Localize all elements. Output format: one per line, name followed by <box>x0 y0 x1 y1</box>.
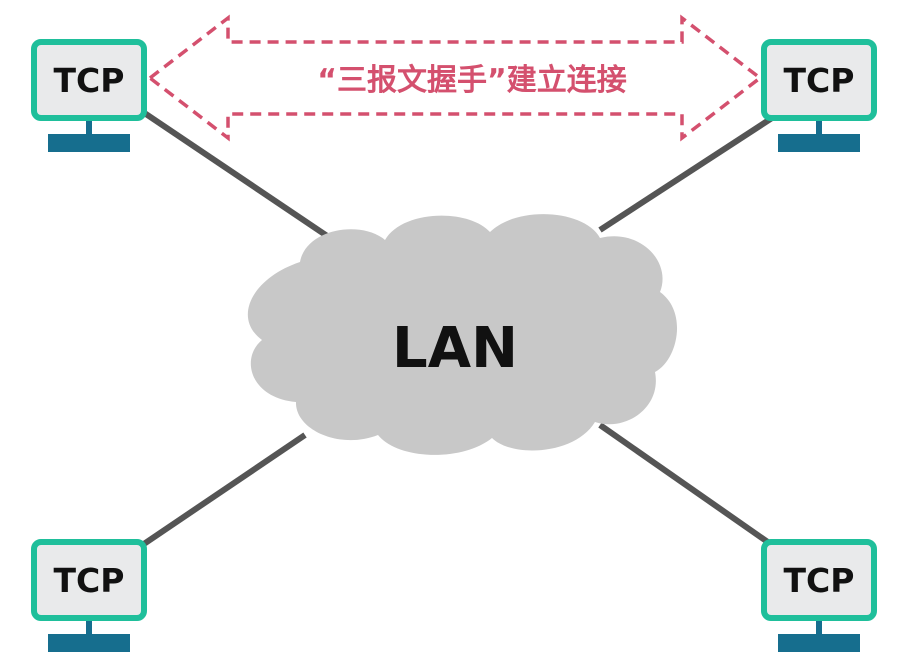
monitor-icon <box>761 539 877 652</box>
host-bottom-left: TCP <box>31 539 147 652</box>
monitor-icon <box>31 39 147 152</box>
lan-cloud: LAN <box>247 214 678 455</box>
link-bottom-right <box>598 422 774 548</box>
host-top-right: TCP <box>761 39 877 152</box>
handshake-label: “三报文握手”建立连接 <box>317 63 626 98</box>
network-links <box>133 107 774 553</box>
monitor-icon <box>31 539 147 652</box>
host-label: TCP <box>784 561 855 600</box>
link-top-left <box>138 107 347 251</box>
handshake-arrow: “三报文握手”建立连接 <box>147 14 763 142</box>
host-label: TCP <box>784 61 855 100</box>
monitor-icon <box>761 39 877 152</box>
host-top-left: TCP <box>31 39 147 152</box>
link-top-right <box>598 115 774 233</box>
host-bottom-right: TCP <box>761 539 877 652</box>
link-bottom-left <box>133 432 307 553</box>
cloud-icon <box>247 214 678 455</box>
lan-label: LAN <box>392 316 518 381</box>
host-label: TCP <box>54 61 125 100</box>
double-arrow-icon <box>147 14 763 142</box>
host-label: TCP <box>54 561 125 600</box>
